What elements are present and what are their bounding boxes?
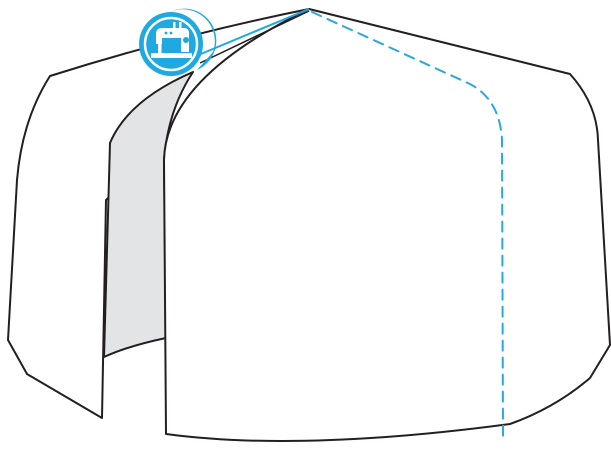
- stitch-line: [311, 11, 504, 437]
- front-panel: [163, 8, 611, 443]
- back-panel: [7, 8, 310, 419]
- sewing-machine-icon: [151, 22, 192, 58]
- seam-outline-line: [199, 10, 310, 64]
- inner-lining: [103, 71, 194, 358]
- sewing-machine-badge: [139, 8, 217, 76]
- badge-circle: [139, 12, 203, 76]
- badge-inner-ring: [143, 16, 199, 72]
